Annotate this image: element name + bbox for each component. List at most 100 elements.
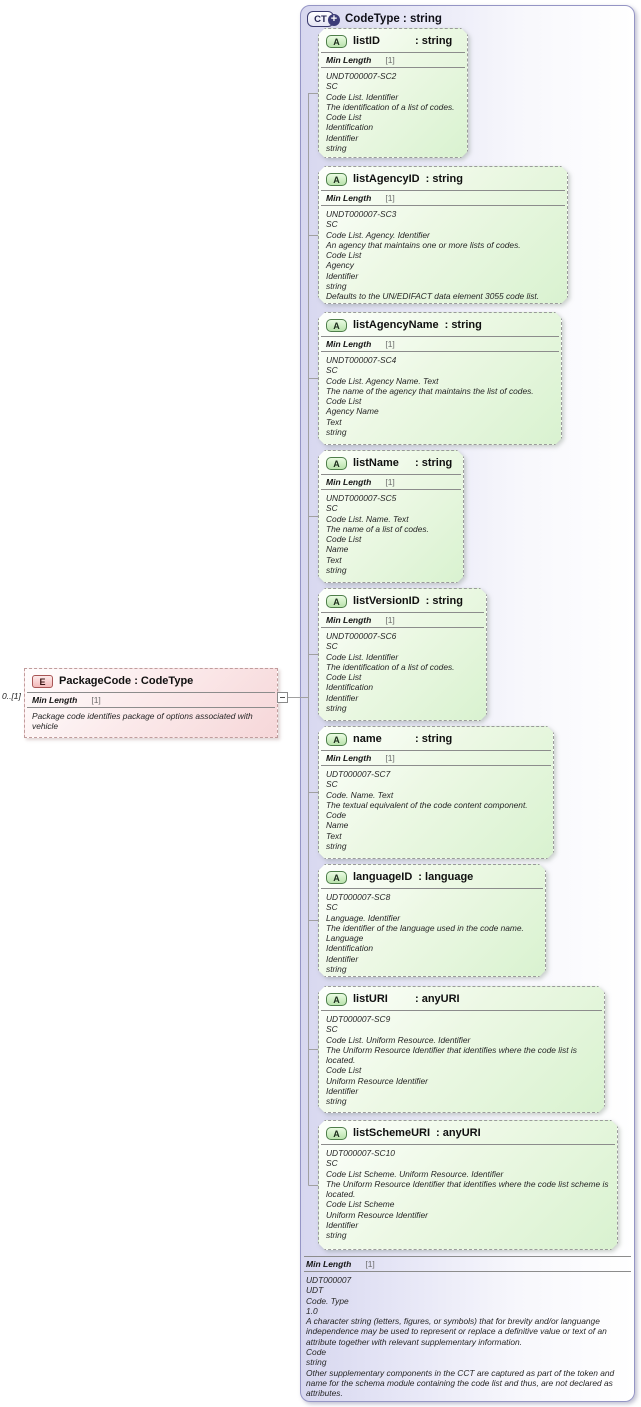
attribute-type: : string <box>444 319 482 331</box>
facet-row: Min Length [1] <box>319 613 486 627</box>
divider <box>321 1144 615 1145</box>
attribute-name: listSchemeURI <box>353 1127 431 1139</box>
attribute-icon: A <box>326 319 347 332</box>
facet-name: Min Length <box>32 695 78 705</box>
attribute-icon: A <box>326 173 347 186</box>
attribute-header: A name : string <box>319 727 553 750</box>
attribute-header: A languageID : language <box>319 865 545 888</box>
attribute-name: listID <box>353 35 380 47</box>
divider <box>321 489 461 490</box>
codetype-header: CT + CodeType : string <box>307 11 442 27</box>
divider <box>321 765 551 766</box>
attribute-name: listAgencyName <box>353 319 439 331</box>
attribute-name: listVersionID <box>353 595 420 607</box>
facet-value: [1] <box>91 695 101 705</box>
facet-value: [1] <box>385 477 395 487</box>
divider <box>321 67 465 68</box>
expand-plus-icon[interactable]: + <box>328 13 340 26</box>
complextype-icon[interactable]: CT + <box>307 11 340 27</box>
divider <box>321 205 565 206</box>
attribute-header: A listName : string <box>319 451 463 474</box>
facet-name: Min Length <box>326 753 372 763</box>
attribute-header: A listVersionID : string <box>319 589 486 612</box>
facet-name: Min Length <box>326 55 372 65</box>
attribute-type: : string <box>415 457 453 469</box>
attribute-icon: A <box>326 993 347 1006</box>
element-header: E PackageCode : CodeType <box>25 669 277 692</box>
element-icon: E <box>32 674 53 688</box>
facet-value: [1] <box>385 55 395 65</box>
attribute-type: : language <box>418 871 474 883</box>
attribute-box-listname[interactable]: A listName : string Min Length [1] UNDT0… <box>318 450 464 583</box>
divider <box>321 888 543 889</box>
divider <box>321 52 465 53</box>
attribute-type: : string <box>425 595 463 607</box>
facet-name: Min Length <box>326 477 372 487</box>
attribute-header: A listAgencyID : string <box>319 167 567 190</box>
cardinality-label: 0..[1] <box>2 691 21 701</box>
divider <box>304 1256 631 1257</box>
attribute-box-listagencyid[interactable]: A listAgencyID : string Min Length [1] U… <box>318 166 568 304</box>
facet-value: [1] <box>385 753 395 763</box>
attribute-header: A listURI : anyURI <box>319 987 604 1010</box>
attribute-header: A listAgencyName : string <box>319 313 561 336</box>
facet-value: [1] <box>385 193 395 203</box>
attribute-name: listName <box>353 457 399 469</box>
attribute-header: A listSchemeURI : anyURI <box>319 1121 617 1144</box>
facet-value: [1] <box>365 1259 375 1269</box>
attribute-box-listagencyname[interactable]: A listAgencyName : string Min Length [1]… <box>318 312 562 445</box>
element-title: PackageCode : CodeType <box>59 675 194 687</box>
attribute-name: listURI <box>353 993 388 1005</box>
attribute-icon: A <box>326 871 347 884</box>
complextype-icon-label: CT <box>314 13 327 25</box>
facet-row: Min Length [1] <box>25 693 277 707</box>
attribute-name: listAgencyID <box>353 173 420 185</box>
divider <box>304 1271 631 1272</box>
attribute-box-listversionid[interactable]: A listVersionID : string Min Length [1] … <box>318 588 487 721</box>
facet-value: [1] <box>385 615 395 625</box>
attribute-box-name[interactable]: A name : string Min Length [1] UDT000007… <box>318 726 554 859</box>
collapse-toggle[interactable] <box>277 692 288 703</box>
element-annotation: Package code identifies package of optio… <box>32 711 253 732</box>
attribute-box-listid[interactable]: A listID : string Min Length [1] UNDT000… <box>318 28 468 158</box>
divider <box>321 351 559 352</box>
divider <box>27 707 275 708</box>
attribute-icon: A <box>326 35 347 48</box>
facet-row: Min Length [1] <box>319 475 463 489</box>
divider <box>321 627 484 628</box>
facet-name: Min Length <box>326 615 372 625</box>
minus-icon <box>280 697 285 698</box>
attribute-icon: A <box>326 457 347 470</box>
divider <box>321 1010 602 1011</box>
facet-row: Min Length [1] <box>319 337 561 351</box>
facet-row: Min Length [1] <box>319 191 567 205</box>
divider <box>321 336 559 337</box>
facet-row: Min Length [1] <box>302 1257 633 1271</box>
facet-row: Min Length [1] <box>319 53 467 67</box>
facet-name: Min Length <box>306 1259 352 1269</box>
divider <box>321 612 484 613</box>
attribute-type: : string <box>415 733 453 745</box>
facet-row: Min Length [1] <box>319 751 553 765</box>
element-box-packagecode[interactable]: E PackageCode : CodeType Min Length [1] … <box>24 668 278 738</box>
facet-value: [1] <box>385 339 395 349</box>
attribute-header: A listID : string <box>319 29 467 52</box>
divider <box>27 692 275 693</box>
facet-name: Min Length <box>326 193 372 203</box>
facet-name: Min Length <box>326 339 372 349</box>
